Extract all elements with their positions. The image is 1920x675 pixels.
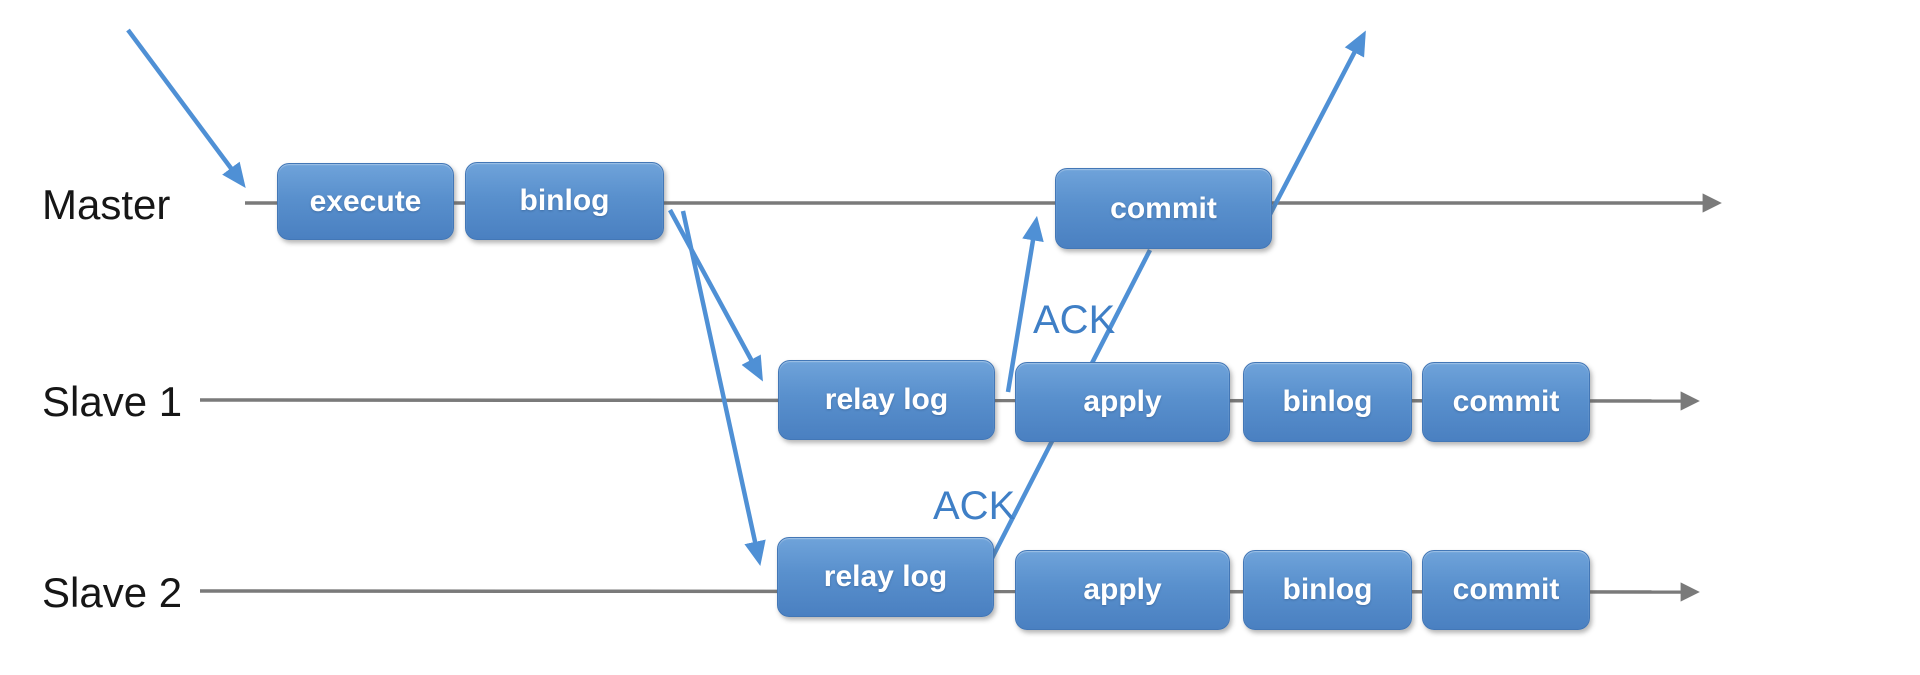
slave2-relaylog-box: relay log — [777, 537, 994, 617]
master-execute-box: execute — [277, 163, 454, 240]
lane-label-slave1: Slave 1 — [42, 378, 183, 425]
master-binlog-box: binlog — [465, 162, 664, 240]
slave1-ack-label: ACK — [1033, 298, 1116, 342]
binlog-to-slave1-relaylog-arrow — [668, 208, 763, 382]
lane-label-master: Master — [42, 181, 171, 228]
slave2-commit-box: commit — [1422, 550, 1590, 630]
slave1-relaylog-box: relay log — [778, 360, 995, 440]
slave1-binlog-box: binlog — [1243, 362, 1412, 442]
slave1-apply-box: apply — [1015, 362, 1230, 442]
slave2-ack-label: ACK — [933, 484, 1016, 528]
binlog-to-slave2-relaylog-arrow — [680, 210, 766, 567]
slave1-commit-box: commit — [1422, 362, 1590, 442]
slave2-apply-box: apply — [1015, 550, 1230, 630]
slave2-binlog-box: binlog — [1243, 550, 1412, 630]
client-request-arrow — [126, 28, 246, 188]
master-commit-box: commit — [1055, 168, 1272, 249]
slave1-ack-arrow — [1005, 215, 1044, 393]
lane-label-slave2: Slave 2 — [42, 569, 183, 616]
